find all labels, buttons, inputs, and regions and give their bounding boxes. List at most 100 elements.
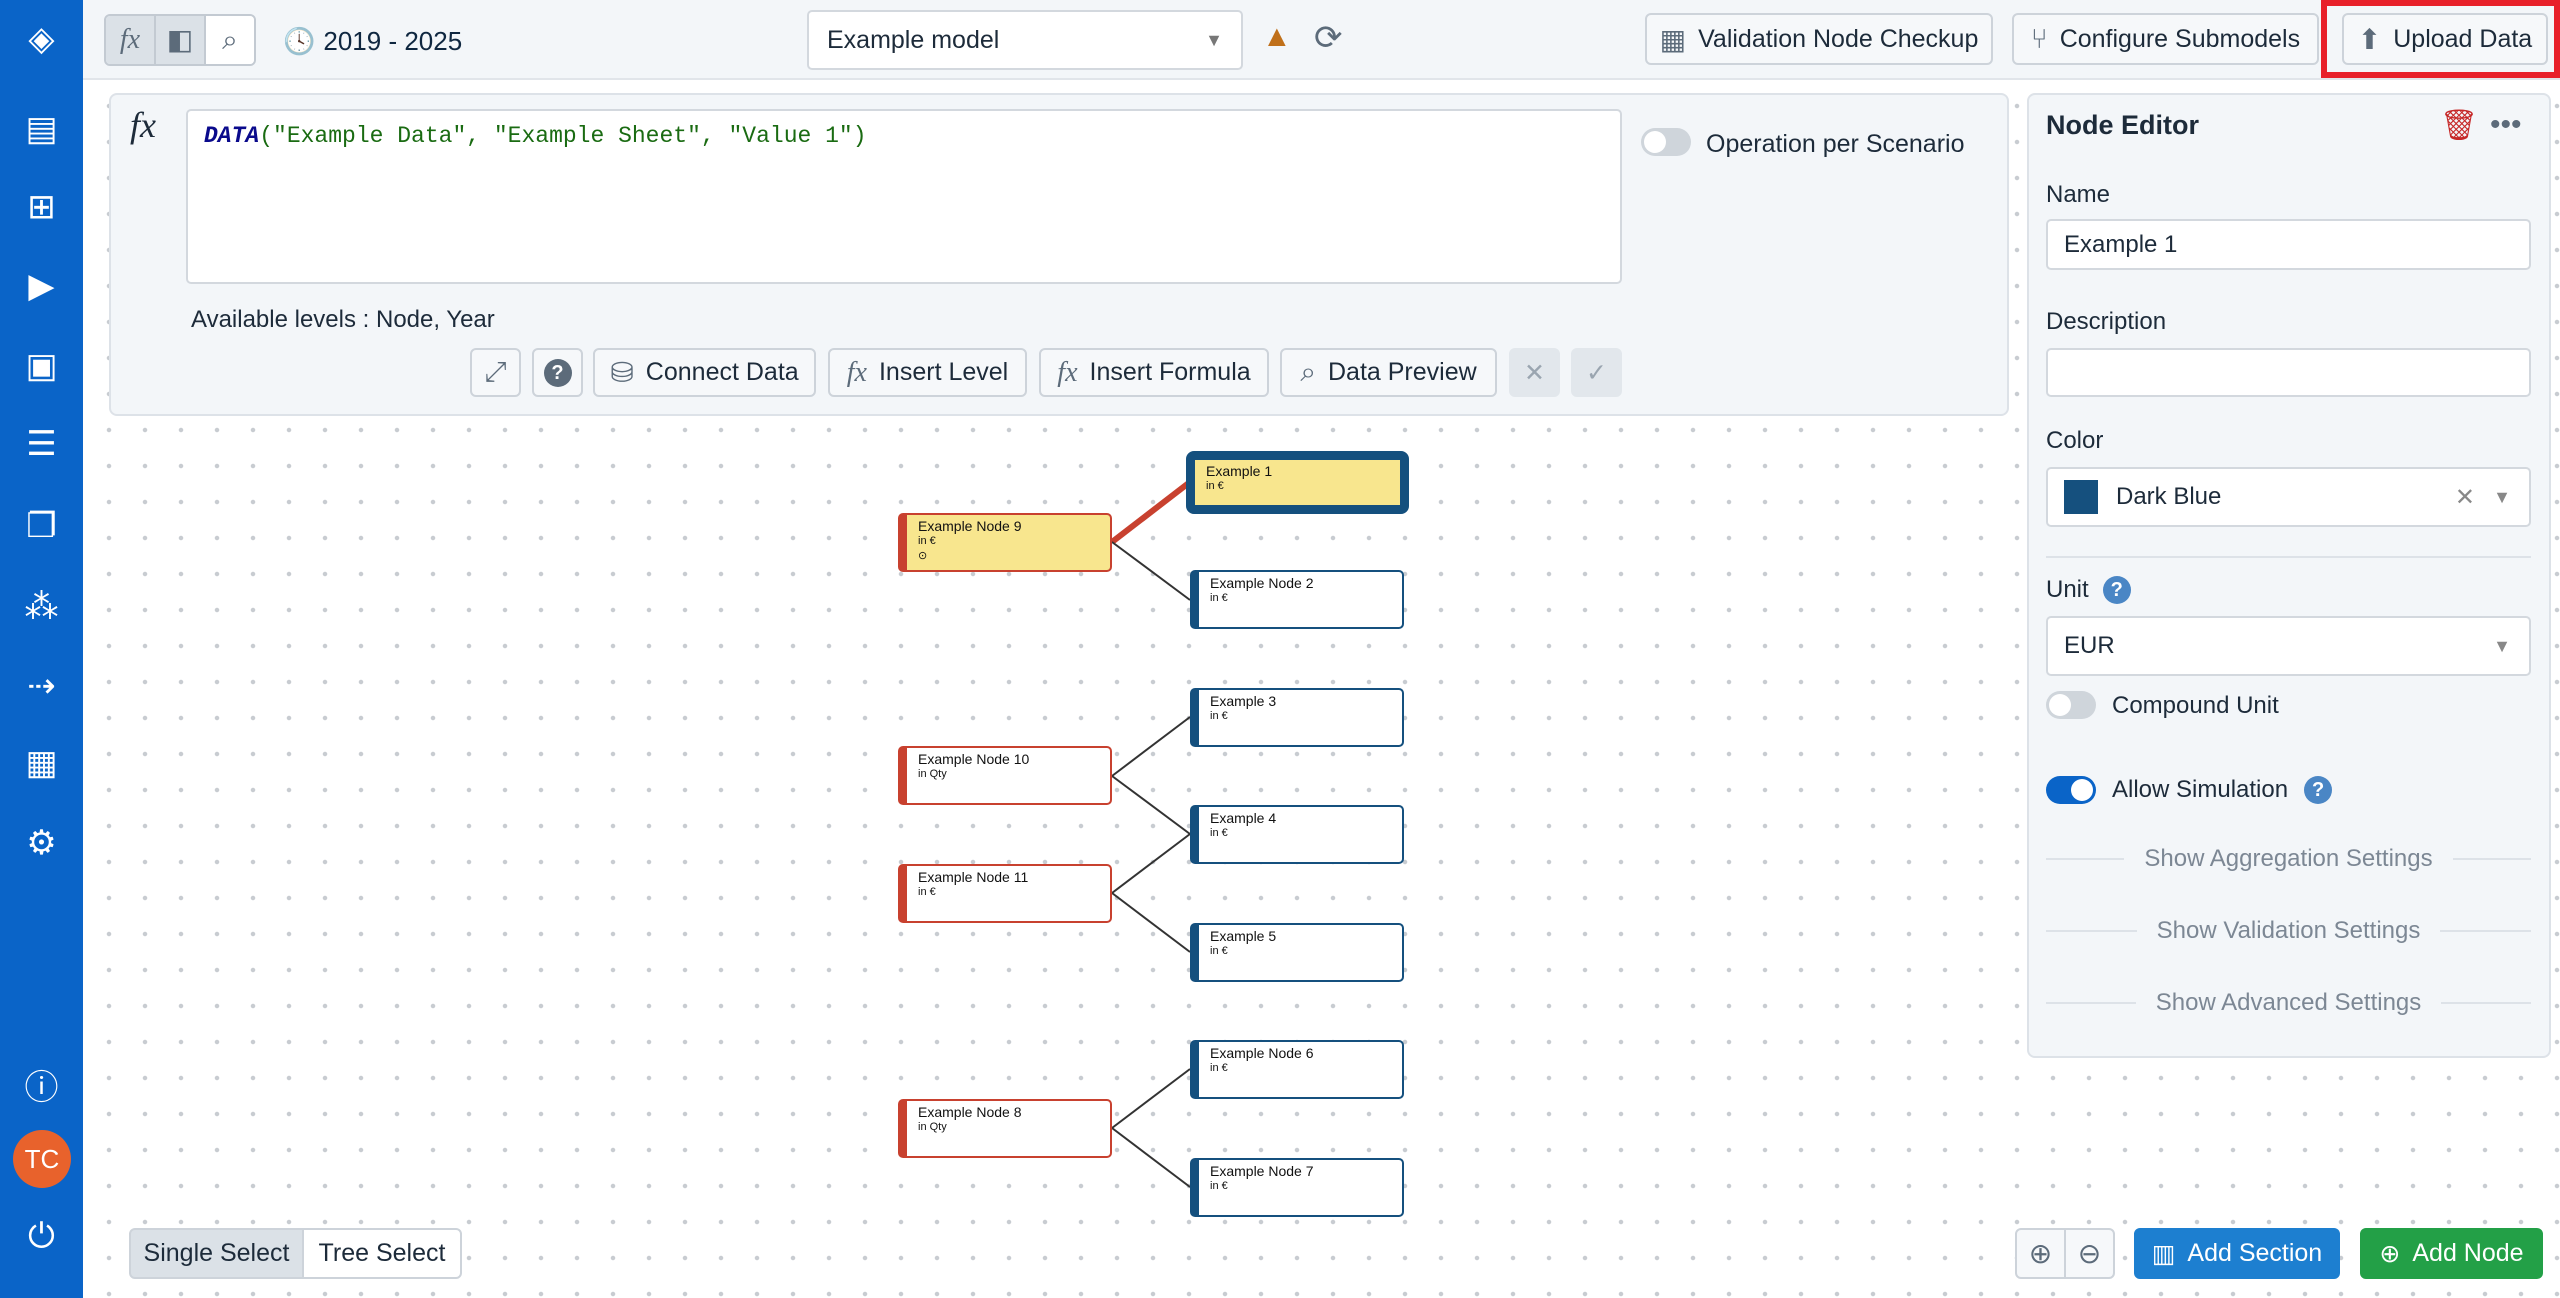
- show-validation-settings[interactable]: Show Validation Settings: [2046, 917, 2531, 945]
- confirm-button[interactable]: ✓: [1571, 348, 1622, 397]
- play-icon[interactable]: ▶: [28, 267, 55, 305]
- color-label: Color: [2046, 427, 2104, 454]
- upload-data-button[interactable]: ⬆Upload Data: [2342, 13, 2548, 65]
- operation-per-scenario-label: Operation per Scenario: [1706, 130, 1965, 158]
- validation-node-checkup-button[interactable]: ▦Validation Node Checkup: [1645, 13, 1993, 65]
- help-icon[interactable]: ⓘ: [24, 1069, 59, 1107]
- allow-simulation-label: Allow Simulation: [2112, 776, 2289, 803]
- zoom-in-button[interactable]: ⊕: [2015, 1228, 2066, 1279]
- chevron-down-icon: ▼: [2493, 635, 2511, 656]
- power-icon[interactable]: ⏻: [28, 1217, 55, 1255]
- description-label: Description: [2046, 308, 2167, 335]
- zoom-out-icon: ⊖: [2077, 1238, 2102, 1269]
- upload-icon: ⬆: [2357, 23, 2382, 55]
- link-icon[interactable]: ⊙: [918, 550, 928, 562]
- connector: [1111, 1068, 1191, 1129]
- chevron-down-icon: ▼: [2493, 486, 2511, 507]
- help-icon[interactable]: ?: [2304, 776, 2333, 804]
- more-icon[interactable]: •••: [2490, 108, 2522, 141]
- section-icon: ▥: [2151, 1239, 2176, 1268]
- allow-simulation-toggle[interactable]: [2046, 776, 2096, 804]
- check-icon: ✓: [1586, 358, 1607, 387]
- layers-icon[interactable]: ◈: [28, 20, 55, 58]
- tree-select-button[interactable]: Tree Select: [302, 1228, 462, 1279]
- sitemap-icon[interactable]: ⊞: [27, 188, 56, 226]
- available-levels: Available levels : Node, Year: [191, 306, 495, 333]
- help-icon[interactable]: ?: [2102, 576, 2131, 604]
- database-icon: ⛁: [610, 357, 634, 388]
- search-icon[interactable]: ⌕: [206, 16, 254, 64]
- expand-icon: ⤢: [484, 356, 507, 387]
- connector: [1111, 833, 1191, 894]
- highlight-box: [2321, 0, 2560, 78]
- divider: [2046, 556, 2531, 558]
- clock-icon: 🕓: [283, 26, 316, 56]
- fx-icon: fx: [846, 356, 867, 388]
- zoom-in-icon: ⊕: [2028, 1238, 2053, 1269]
- show-advanced-settings[interactable]: Show Advanced Settings: [2046, 989, 2531, 1017]
- cancel-button[interactable]: ✕: [1509, 348, 1560, 397]
- compound-unit-label: Compound Unit: [2112, 692, 2279, 719]
- add-node-button[interactable]: ⊕Add Node: [2360, 1228, 2543, 1279]
- unit-select[interactable]: EUR▼: [2046, 616, 2531, 676]
- connect-data-button[interactable]: ⛁Connect Data: [593, 348, 816, 397]
- panel-view-icon[interactable]: ◧: [156, 16, 206, 64]
- compound-unit-toggle[interactable]: [2046, 691, 2096, 719]
- sliders-icon[interactable]: ☰: [26, 425, 57, 463]
- presentation-icon[interactable]: ▣: [25, 347, 58, 385]
- connector: [1111, 716, 1191, 777]
- avatar[interactable]: TC: [13, 1130, 71, 1188]
- trash-icon[interactable]: 🗑: [2440, 109, 2479, 142]
- operation-per-scenario-toggle[interactable]: [1641, 128, 1691, 156]
- refresh-icon[interactable]: ⟳: [1314, 19, 1343, 57]
- expand-button[interactable]: ⤢: [470, 348, 521, 397]
- date-range[interactable]: 🕓2019 - 2025: [283, 26, 463, 56]
- zoom-out-button[interactable]: ⊖: [2064, 1228, 2115, 1279]
- connector: [1111, 892, 1191, 953]
- unit-label: Unit: [2046, 576, 2089, 603]
- formula-view-icon[interactable]: fx: [106, 16, 156, 64]
- sidebar: ◈ ▤ ⊞ ▶ ▣ ☰ ❐ ⁂ ⇢ ▦ ⚙ ⓘ TC ⏻: [0, 0, 83, 1298]
- single-select-button[interactable]: Single Select: [129, 1228, 304, 1279]
- network-icon[interactable]: ⁂: [24, 588, 59, 626]
- grid-icon[interactable]: ▦: [25, 744, 58, 782]
- add-section-button[interactable]: ▥Add Section: [2134, 1228, 2340, 1279]
- fx-icon: fx: [1057, 356, 1078, 388]
- data-preview-button[interactable]: ⌕Data Preview: [1280, 348, 1497, 397]
- node-editor-title: Node Editor: [2046, 110, 2199, 140]
- arrow-icon[interactable]: ⇢: [27, 667, 56, 705]
- connector: [1111, 1127, 1191, 1188]
- model-select[interactable]: Example model▼: [807, 10, 1243, 70]
- color-swatch: [2064, 480, 2098, 514]
- calculator-icon: ▦: [1659, 23, 1687, 55]
- archive-icon[interactable]: ▤: [25, 110, 58, 148]
- formula-editor[interactable]: DATA("Example Data", "Example Sheet", "V…: [186, 109, 1622, 284]
- help-button[interactable]: ?: [532, 348, 583, 397]
- name-input[interactable]: Example 1: [2046, 219, 2531, 270]
- close-icon: ✕: [1524, 358, 1545, 387]
- configure-submodels-button[interactable]: ⑂Configure Submodels: [2012, 13, 2319, 65]
- gear-icon[interactable]: ⚙: [26, 824, 57, 862]
- plus-circle-icon: ⊕: [2379, 1239, 2401, 1268]
- warning-icon[interactable]: ▲: [1262, 20, 1292, 53]
- show-aggregation-settings[interactable]: Show Aggregation Settings: [2046, 845, 2531, 873]
- clear-icon[interactable]: ✕: [2454, 483, 2475, 511]
- chevron-down-icon: ▼: [1205, 29, 1223, 50]
- description-input[interactable]: [2046, 348, 2531, 397]
- copy-icon[interactable]: ❐: [26, 507, 57, 545]
- color-select[interactable]: Dark Blue✕▼: [2046, 467, 2531, 527]
